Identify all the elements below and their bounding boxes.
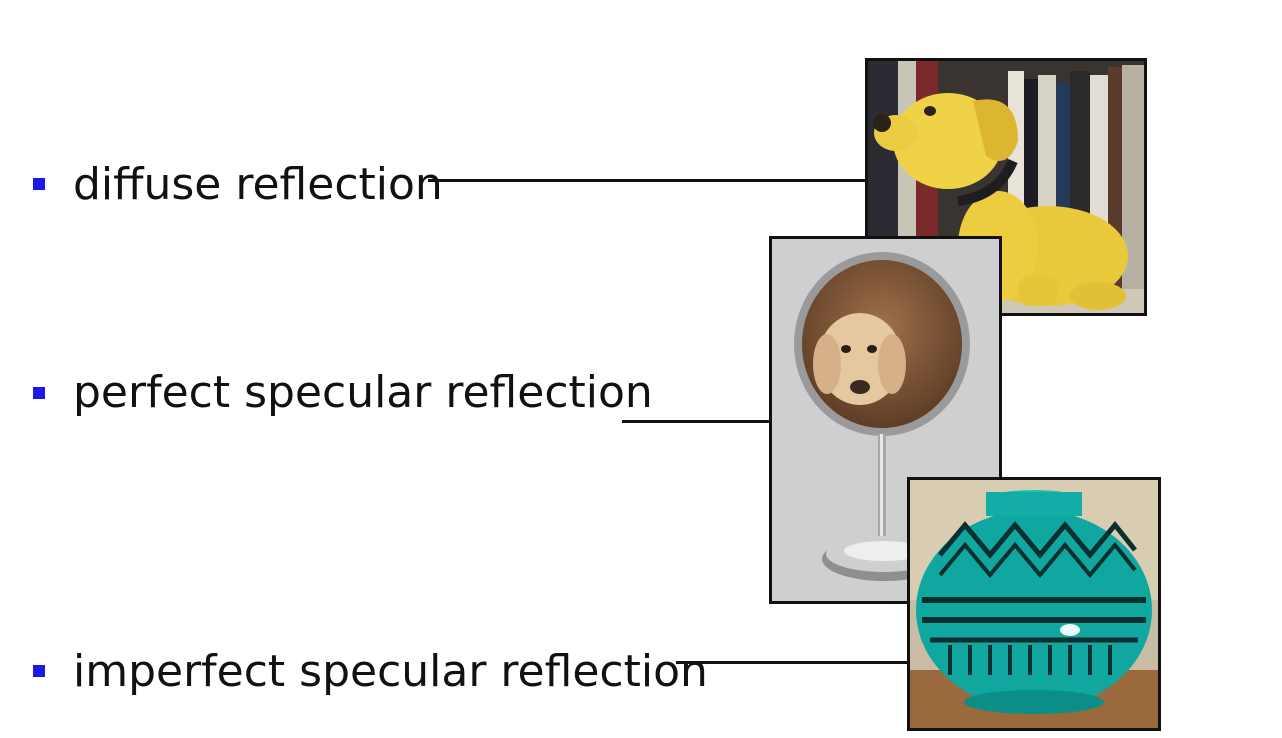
bullet-diffuse (33, 178, 45, 190)
bullet-imperfect-specular (33, 665, 45, 677)
mirror-with-dog-photo (769, 236, 1002, 604)
connector-diffuse (428, 179, 868, 182)
connector-imperfect-specular (676, 661, 910, 664)
connector-perfect-specular (622, 420, 772, 423)
glazed-vase-photo (907, 477, 1161, 731)
label-perfect-specular-reflection: perfect specular reflection (73, 367, 653, 418)
label-imperfect-specular-reflection: imperfect specular reflection (73, 646, 708, 697)
label-diffuse-reflection: diffuse reflection (73, 159, 443, 210)
bullet-perfect-specular (33, 387, 45, 399)
